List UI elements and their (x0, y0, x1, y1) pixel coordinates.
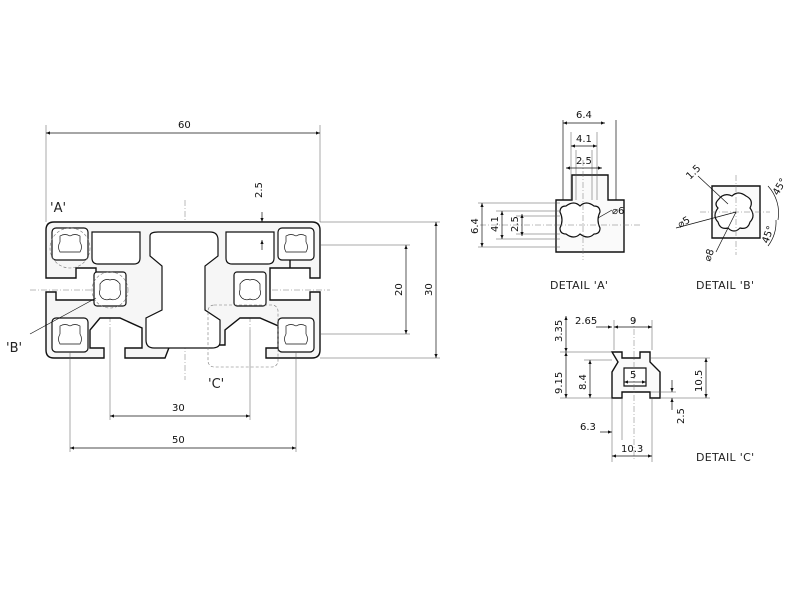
detail-c-dim-8.4: 8.4 (578, 374, 589, 390)
detail-c-dim-9: 9 (630, 316, 636, 327)
corner-channel-br (277, 317, 315, 353)
detail-c-dim-6.3: 6.3 (580, 422, 596, 433)
detail-a-dim-top-4.1: 4.1 (576, 134, 592, 145)
callout-c: 'C' (208, 377, 224, 392)
dim-slot-depth: 2.5 (254, 182, 265, 198)
detail-c-title: DETAIL 'C' (696, 451, 754, 464)
main-profile-view: 60 30 20 2.5 30 50 'A' 'B' 'C' (6, 120, 440, 452)
detail-c: 9 2.65 3.35 9.15 8.4 5 10.5 2.5 6.3 (554, 316, 754, 464)
dim-inner-height: 20 (394, 283, 405, 296)
detail-a-dim-dia6: ⌀6 (612, 206, 624, 217)
detail-b-dim-45-top: 45° (771, 177, 789, 198)
corner-channel-bl (51, 317, 89, 353)
detail-a-dim-left-6.4: 6.4 (470, 218, 481, 234)
detail-c-dim-2.65: 2.65 (575, 316, 597, 327)
dim-bottom-30: 30 (172, 403, 185, 414)
detail-c-dim-10.5: 10.5 (694, 370, 705, 392)
corner-channel-tr (277, 227, 315, 261)
core-boss-right (233, 271, 267, 307)
corner-channel-tl (51, 227, 89, 261)
core-boss-left (93, 271, 127, 307)
detail-c-dim-3.35: 3.35 (554, 320, 565, 342)
detail-a-dim-left-4.1: 4.1 (490, 216, 501, 232)
detail-a-dim-top-6.4: 6.4 (576, 110, 592, 121)
dim-overall-height: 30 (424, 283, 435, 296)
detail-b-dim-dia5: ⌀5 (676, 215, 692, 231)
detail-b-dim-dia8: ⌀8 (702, 248, 717, 263)
detail-c-dim-2.5: 2.5 (676, 408, 687, 424)
dim-overall-width: 60 (178, 120, 191, 131)
detail-c-dim-10.3: 10.3 (621, 444, 643, 455)
detail-a: 6.4 4.1 2.5 6.4 4.1 2.5 ⌀6 DETAIL 'A' (470, 110, 640, 292)
detail-a-dim-left-2.5: 2.5 (510, 216, 521, 232)
detail-a-dim-top-2.5: 2.5 (576, 156, 592, 167)
callout-b: 'B' (6, 341, 22, 356)
detail-b-dim-45-bottom: 45° (760, 225, 776, 245)
detail-b-title: DETAIL 'B' (696, 279, 754, 292)
detail-a-title: DETAIL 'A' (550, 279, 608, 292)
detail-c-dim-5: 5 (630, 370, 636, 381)
dim-bottom-50: 50 (172, 435, 185, 446)
detail-b-dim-1.5: 1.5 (684, 163, 703, 182)
detail-c-dim-9.15: 9.15 (554, 372, 565, 394)
callout-a: 'A' (50, 201, 66, 216)
detail-b: 1.5 45° 45° ⌀5 ⌀8 DETAIL 'B' (675, 163, 789, 292)
